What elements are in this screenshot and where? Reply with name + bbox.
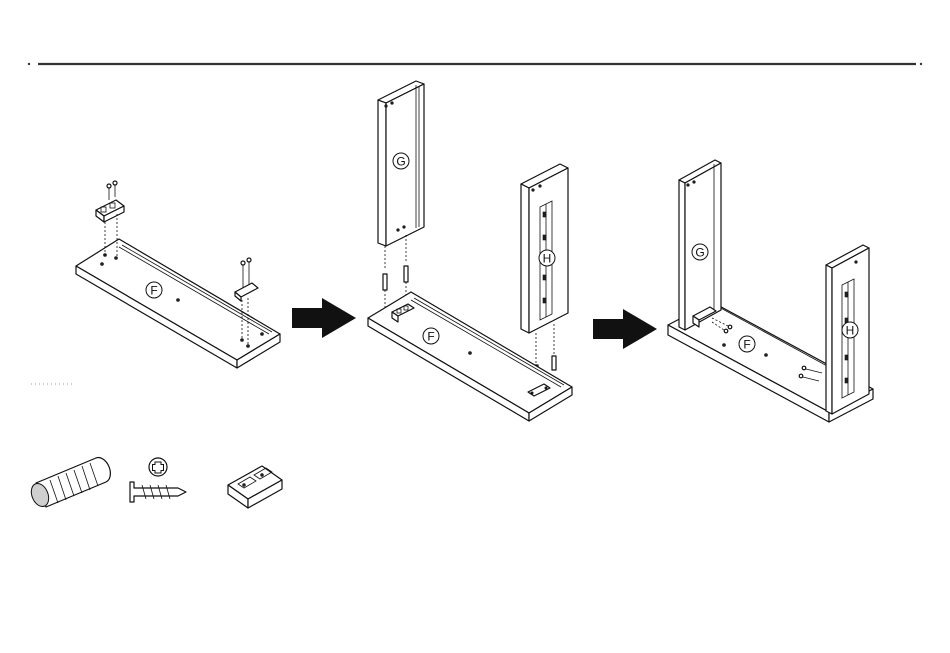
header-rule [28, 63, 922, 65]
step-arrow-1 [292, 298, 356, 338]
part-label-h: H [543, 252, 552, 266]
phillips-screw-icon [130, 458, 186, 502]
part-label-f-step2: F [427, 330, 434, 344]
wooden-dowel-icon [28, 458, 110, 510]
part-label-f: F [150, 284, 157, 298]
part-label-g: G [396, 155, 405, 169]
step2-panel-g: G [378, 81, 424, 318]
step-arrow-2 [593, 309, 657, 349]
step2-panel-h: H [521, 164, 568, 379]
corner-bracket-icon [228, 466, 282, 508]
part-label-f-step3: F [743, 338, 750, 352]
part-label-g-step3: G [695, 246, 704, 260]
step3-panel-g: G [679, 160, 732, 333]
part-label-h-step3: H [846, 324, 855, 338]
